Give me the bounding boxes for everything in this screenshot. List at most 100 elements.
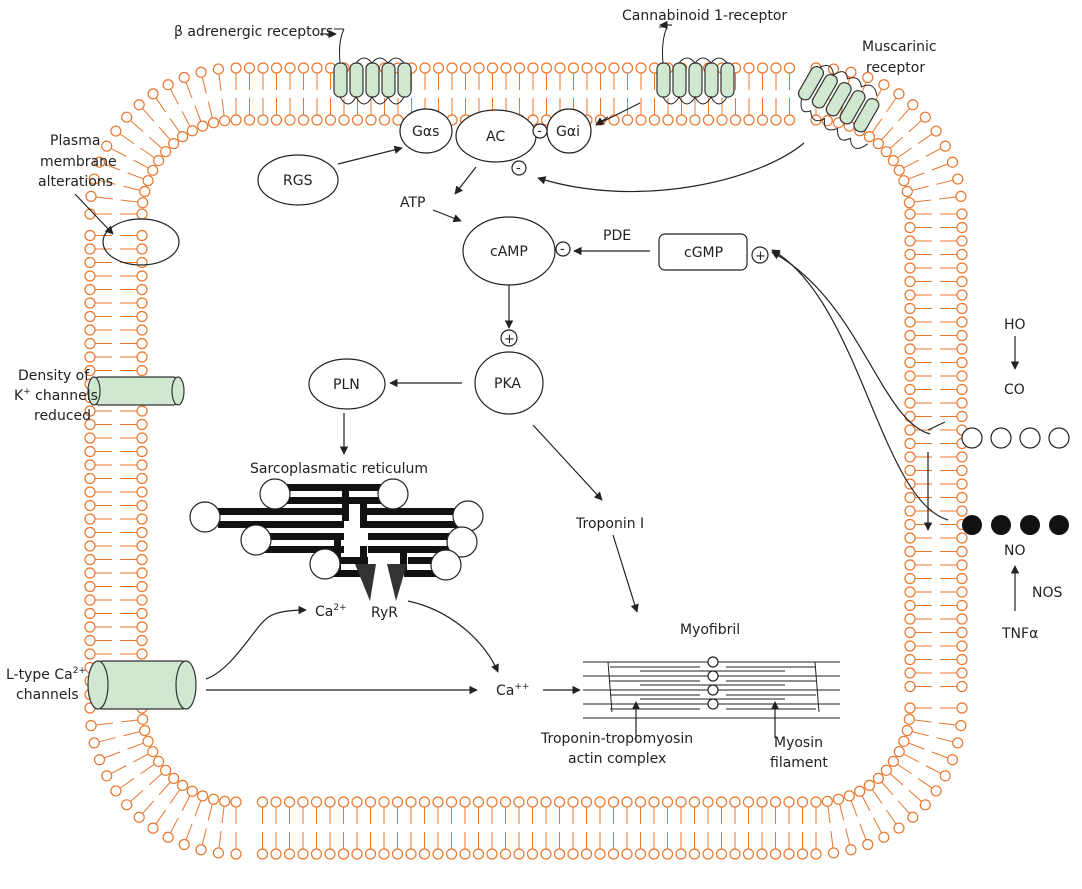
membrane-alteration-ellipse: [102, 218, 180, 266]
lipid-head: [783, 62, 796, 74]
co-molecule: [961, 427, 983, 449]
lipid-head: [845, 844, 857, 856]
myosin-label: Myosin: [774, 735, 823, 751]
lipid-head: [142, 735, 154, 747]
lipid-head: [84, 351, 96, 363]
lipid-head: [84, 324, 96, 336]
lipid-head: [810, 796, 822, 808]
lipid-head: [84, 607, 96, 620]
lipid-head: [956, 478, 968, 490]
lipid-head: [956, 702, 968, 714]
lipid-head: [142, 175, 154, 187]
lipid-head: [901, 724, 913, 737]
lipid-head: [459, 796, 471, 808]
lipid-head: [893, 88, 905, 100]
sarcoplasmic-reticulum: [189, 478, 484, 601]
lipid-head: [84, 648, 96, 660]
plasma-label: membrane: [40, 154, 117, 170]
lipid-head: [257, 114, 269, 126]
lipid-head: [84, 499, 96, 512]
lipid-head: [956, 586, 968, 598]
lipid-head: [136, 648, 148, 660]
lipid-head: [93, 754, 106, 766]
cannabinoid-receptor: [656, 26, 735, 105]
lipid-head: [160, 764, 172, 776]
lipid-head: [956, 491, 968, 504]
lipid-head: [351, 796, 363, 808]
lipid-head: [872, 138, 884, 150]
rgs-label: RGS: [283, 173, 313, 189]
lipid-head: [101, 770, 113, 782]
lipid-head: [904, 599, 916, 612]
lipid-head: [904, 289, 916, 301]
lipid-head: [486, 62, 499, 74]
camp-inhibit-sign: -: [560, 242, 565, 257]
lipid-head: [904, 505, 916, 517]
lipid-head: [391, 796, 404, 808]
lipid-head: [513, 848, 525, 860]
lipid-head: [956, 451, 968, 463]
lipid-head: [952, 173, 964, 185]
lipid-head: [956, 356, 968, 369]
lipid-head: [84, 540, 96, 552]
lipid-head: [136, 297, 148, 309]
pka-node: [474, 351, 544, 415]
lipid-head: [854, 785, 866, 797]
lipid-head: [702, 114, 715, 126]
lipid-head: [197, 120, 209, 132]
lipid-head: [405, 796, 417, 808]
lipid-head: [956, 221, 968, 234]
lipid-head: [872, 772, 884, 784]
lipid-head: [716, 114, 728, 126]
lipid-head: [956, 275, 968, 288]
lipid-head: [904, 680, 916, 693]
cgmp-activate-circle: [751, 246, 769, 264]
lipid-head: [230, 62, 242, 74]
cgmp-node: [658, 233, 748, 271]
lipid-head: [486, 796, 498, 808]
lipid-head: [756, 848, 768, 860]
camp-label: cAMP: [490, 244, 528, 260]
lipid-head: [956, 572, 968, 585]
lipid-head: [364, 848, 377, 860]
lipid-head: [796, 848, 809, 860]
lipid-head: [648, 114, 661, 126]
lipid-head: [84, 405, 96, 417]
lipid-head: [904, 370, 916, 382]
lipid-head: [136, 270, 148, 282]
lipid-head: [930, 785, 942, 797]
gai-inhibit-sign: -: [537, 124, 542, 139]
lipid-head: [756, 796, 768, 808]
lipid-head: [84, 594, 96, 606]
lipid-head: [887, 155, 899, 167]
lipid-head: [256, 848, 269, 860]
myofibril-sarcomere: [583, 656, 840, 719]
lipid-head: [594, 62, 607, 74]
lipid-head: [887, 755, 899, 767]
lipid-head: [243, 114, 256, 126]
lipid-head: [904, 545, 916, 558]
ca2-label: Ca2+: [315, 603, 347, 620]
no-molecule: [991, 515, 1011, 535]
lipid-head: [212, 63, 225, 75]
co-molecule: [990, 427, 1012, 449]
lipid-head: [729, 796, 741, 808]
lipid-head: [919, 799, 931, 811]
lipid-head: [101, 140, 113, 152]
lipid-head: [907, 99, 919, 111]
lipid-head: [904, 667, 916, 679]
lipid-head: [378, 848, 390, 860]
lipid-head: [903, 197, 915, 209]
lipid-head: [621, 848, 633, 860]
lipid-head: [418, 848, 431, 860]
lipid-head: [168, 138, 180, 150]
lipid-head: [702, 848, 714, 860]
lipid-head: [88, 737, 100, 749]
lipid-head: [893, 822, 905, 834]
lipid-head: [136, 283, 148, 296]
lipid-head: [310, 848, 323, 860]
lipid-head: [553, 796, 566, 808]
lipid-head: [567, 62, 580, 74]
lipid-head: [88, 173, 100, 185]
co-label: CO: [1004, 382, 1025, 398]
